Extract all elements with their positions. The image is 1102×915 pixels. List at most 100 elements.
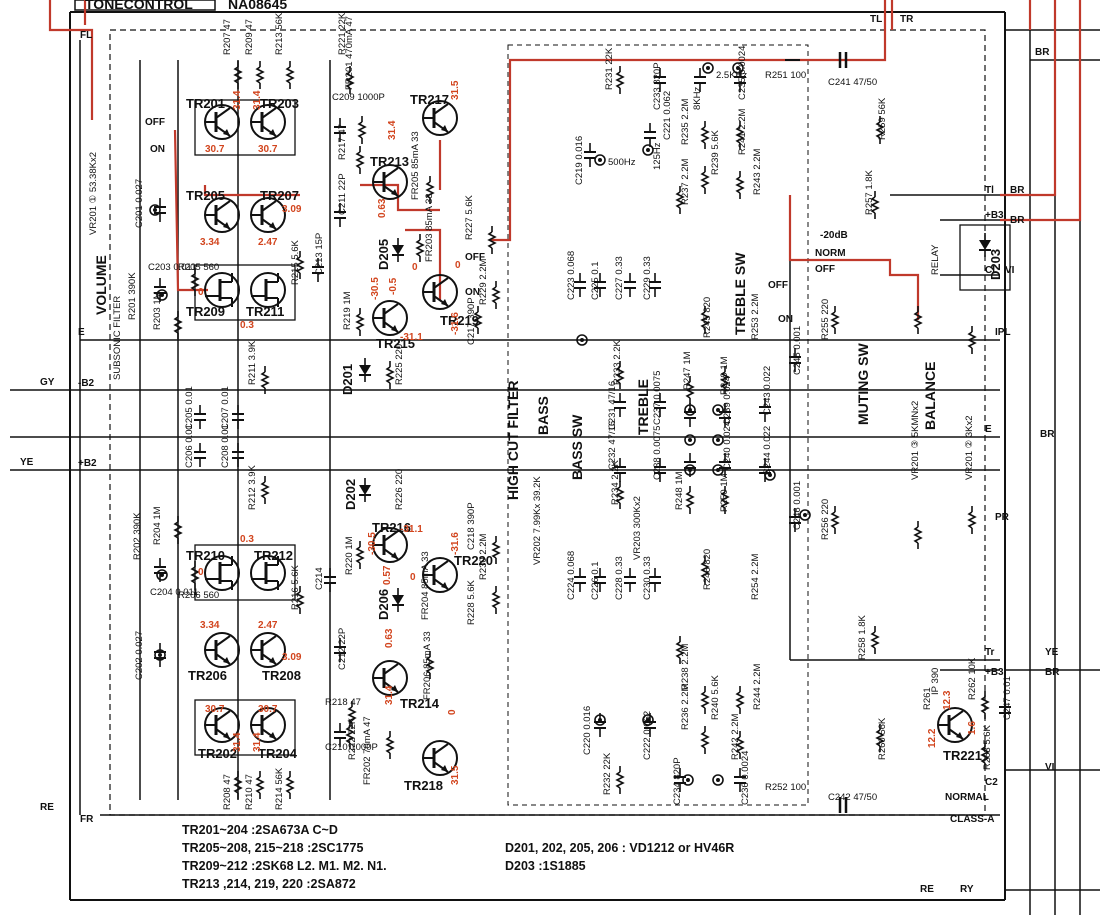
value-r233: R233 2.2K [612, 339, 623, 385]
value-c232: C232 47/16 [607, 421, 618, 470]
value-c231: C231 47/16 [607, 381, 618, 430]
ref-tr206: TR206 [188, 668, 227, 683]
voltage-v33: 31.4 [252, 732, 263, 752]
value-c224: C224 0.068 [566, 551, 577, 600]
ref-tr220: TR220 [454, 553, 493, 568]
rail-e: E [78, 327, 85, 338]
value-c203: C203 0.011 [148, 262, 196, 273]
value-r207: R207 47 [222, 19, 233, 55]
ref-tr205: TR205 [186, 188, 225, 203]
value-c201: C201 0.027 [134, 179, 145, 228]
voltage-v19: 0.3 [240, 534, 254, 545]
voltage-v22: -31.6 [450, 532, 461, 555]
value-r258: R258 1.8K [857, 614, 868, 660]
value-c240: C240 0.024 [722, 421, 733, 470]
voltage-v7: 3.34 [200, 237, 220, 248]
value-r209: R209 47 [244, 19, 255, 55]
voltage-v23: -30.5 [367, 532, 378, 555]
voltage-v6: 31.4 [387, 120, 398, 140]
header-text: TONECONTROL NA08645 [85, 0, 287, 12]
switch-labels: OFF ON OFF ON OFF ON -20dB NORM OFF NORM… [145, 117, 994, 825]
section-titles: VOLUME SUBSONIC FILTER VR201 ① 53.38Kx2 … [88, 152, 975, 565]
ref-d201: D201 [340, 364, 355, 395]
header-code: NA08645 [228, 0, 287, 12]
rail-ye2: YE [1045, 647, 1059, 658]
rail-br: BR [1035, 47, 1050, 58]
value-c238: C238 0.0075 [652, 426, 663, 480]
value-r246: R246 820 [702, 549, 713, 590]
ref-tr203: TR203 [260, 96, 299, 111]
value-c247: C247 0.01 [1002, 676, 1013, 720]
vr202-label: VR202 7.99Kx 39.2K [532, 476, 543, 565]
value-c223: C223 0.068 [566, 251, 577, 300]
value-r204: R204 1M [152, 506, 163, 545]
value-fr201: FR201 470mA 47 [344, 16, 355, 90]
tone-control-network [573, 52, 1012, 813]
voltage-v30: 31.4 [232, 732, 243, 752]
value-r250: R250 1M [719, 473, 730, 512]
value-r248: R248 1M [674, 471, 685, 510]
voltage-v13: 0 [412, 262, 418, 273]
value-r218: R218 47 [325, 697, 361, 708]
value-c219: C219 0.016 [574, 136, 585, 185]
value-r206: R206 560 [178, 590, 219, 601]
ref-tr208: TR208 [262, 668, 301, 683]
vr201-balance: VR201 ③ 5KMNx2 [910, 401, 921, 480]
rail-tr2: Tr [985, 647, 995, 658]
voltage-v27: 2.47 [258, 620, 278, 631]
rail-pos-b2: +B2 [78, 458, 97, 469]
value-ip390: IP 390 [930, 668, 941, 695]
value-c241: C241 47/50 [828, 77, 877, 88]
ref-tr213: TR213 [370, 154, 409, 169]
value-r215: R215 5.6K [290, 239, 301, 285]
value-c217: C217 390P [466, 297, 477, 345]
value-r208: R208 47 [222, 774, 233, 810]
voltage-v1: 31.4 [232, 90, 243, 110]
rail-br4: BR [1010, 215, 1025, 226]
ref-tr204: TR204 [258, 746, 298, 761]
voltage-v2: 31.4 [252, 90, 263, 110]
rail-ci: CI [985, 265, 995, 276]
voltage-v5: 31.5 [450, 80, 461, 100]
value-c214: C214 [314, 567, 325, 590]
value-r252: R252 100 [765, 782, 806, 793]
value-r257: R257 1.8K [864, 169, 875, 215]
value-c210: C210 1000P [325, 742, 378, 753]
value-fr204: FR204 85mA 33 [420, 551, 431, 620]
voltage-v8: 2.47 [258, 237, 278, 248]
ref-d203: D203 [988, 249, 1003, 280]
voltage-v37: 12.3 [942, 690, 953, 710]
value-r220: R220 1M [344, 536, 355, 575]
value-r211: R211 3.9K [247, 340, 258, 385]
highcut-on: ON [465, 287, 480, 298]
ref-tr218: TR218 [404, 778, 443, 793]
ref-tr214: TR214 [400, 696, 440, 711]
value-r219: R219 1M [342, 291, 353, 330]
rail-c2: C2 [985, 777, 998, 788]
value-c221: C221 0.062 [662, 91, 673, 140]
value-r230: R230 2.2M [478, 533, 489, 580]
upper-amplifier-stage [149, 60, 500, 468]
value-r243: R243 2.2M [752, 148, 763, 195]
treble-title: TREBLE [635, 379, 651, 435]
value-c236: C236 0.0024 [740, 751, 751, 805]
ref-d205: D205 [376, 239, 391, 270]
voltage-v36: 0 [447, 709, 458, 715]
voltage-v9: 3.09 [282, 204, 302, 215]
value-r210: R210 47 [244, 774, 255, 810]
rail-ry: RY [960, 884, 974, 895]
rail-b3b: +B3 [985, 210, 1004, 221]
voltage-v12: 0.63 [377, 198, 388, 218]
value-r247: R247 1M [682, 351, 693, 390]
diode-refs: D201 D202 D203 D205 D206 [340, 239, 1003, 620]
value-r261: R261 [922, 687, 933, 710]
value-r235: R235 2.2M [680, 98, 691, 145]
value-r240: R240 5.6K [710, 674, 721, 720]
note-line-2: TR205~208, 215~218 :2SC1775 [182, 841, 363, 855]
voltage-v16: -31.1 [400, 332, 423, 343]
power-rails [10, 29, 1100, 891]
value-fr203: FR203 85mA 33 [424, 193, 435, 262]
value-r253: R253 2.2M [750, 293, 761, 340]
